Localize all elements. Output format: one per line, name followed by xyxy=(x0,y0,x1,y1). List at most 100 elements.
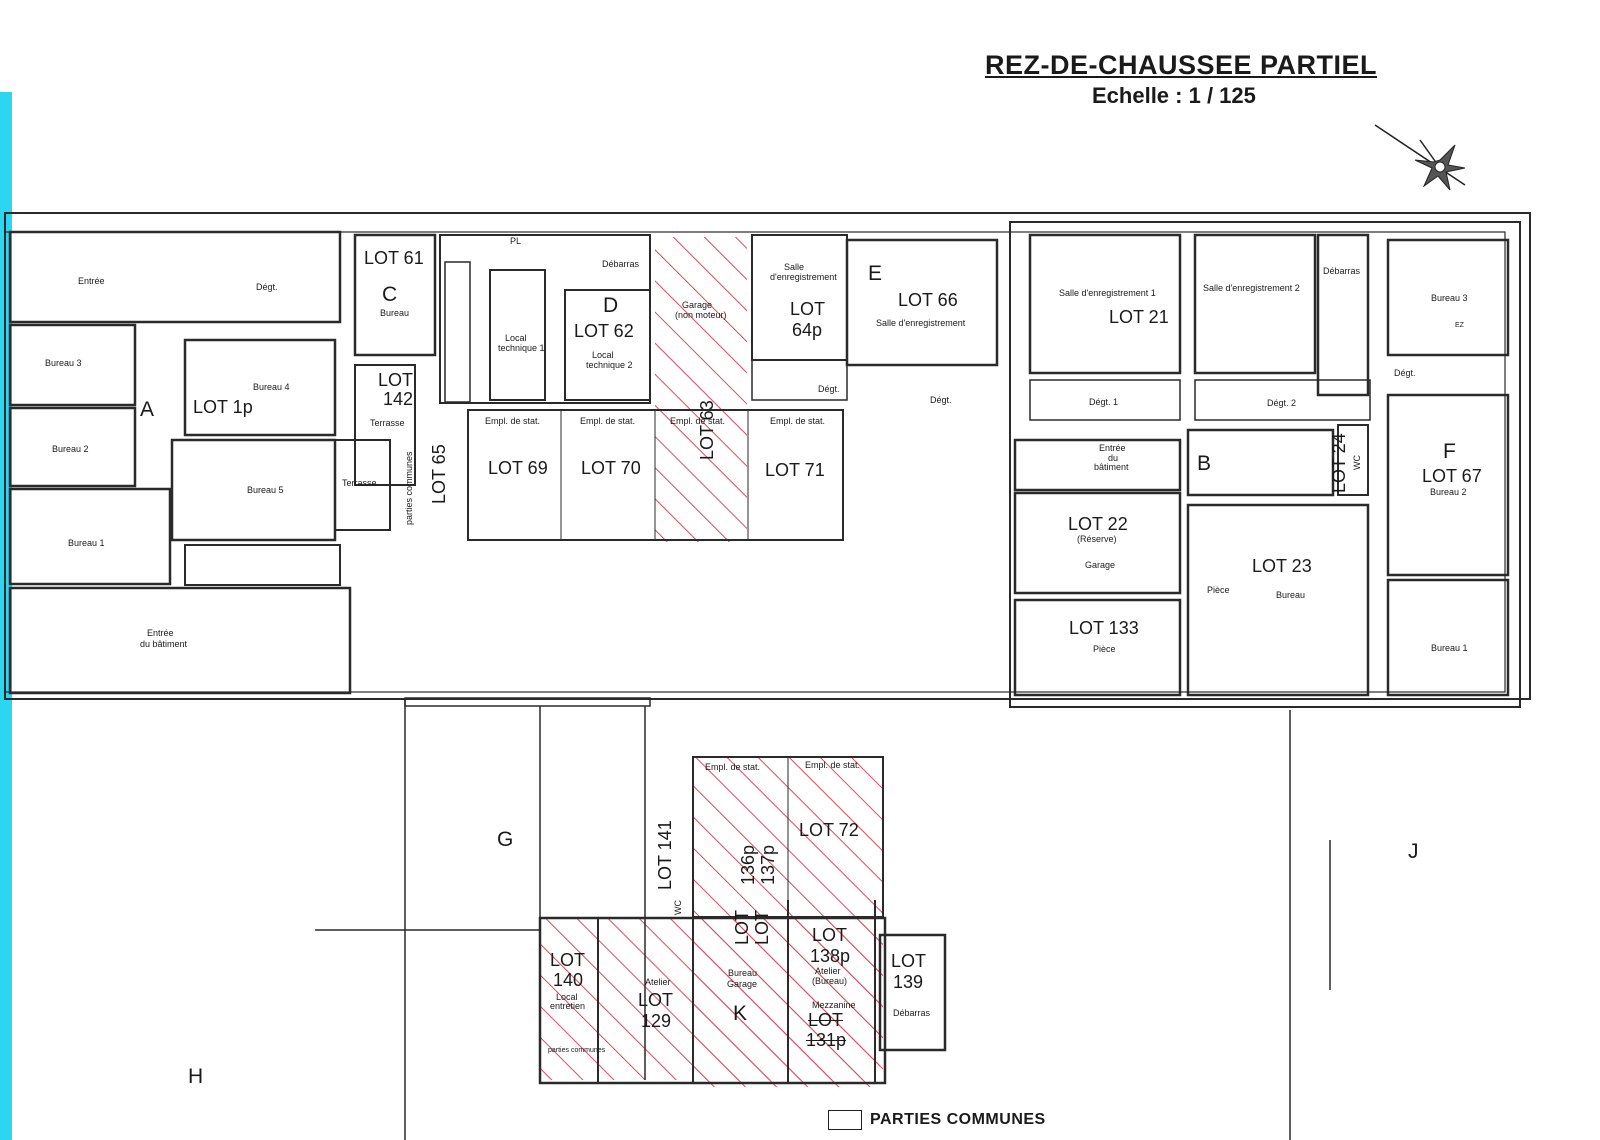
room-local-2: Local xyxy=(592,350,614,360)
zone-c-label: C xyxy=(382,283,398,306)
legend-label: PARTIES COMMUNES xyxy=(870,1111,1046,1128)
lot-133-label: LOT 133 xyxy=(1069,618,1139,638)
lot-141-label: LOT 141 xyxy=(655,820,675,890)
lot-63-label: LOT 63 xyxy=(697,400,717,460)
room-local-2b: technique 2 xyxy=(586,360,633,370)
room-bureau-1f: Bureau 1 xyxy=(1431,643,1468,653)
lot-64p-label-top: LOT xyxy=(790,299,826,319)
room-piece-23: Pièce xyxy=(1207,585,1230,595)
room-degt: Dégt. xyxy=(256,282,278,292)
room-ez-marker: EZ xyxy=(1455,322,1464,329)
room-garage-2: (non moteur) xyxy=(675,310,727,320)
room-salle-2: d'enregistrement xyxy=(770,272,837,282)
lot-70-label: LOT 70 xyxy=(581,458,641,478)
lot-142-label-bottom: 142 xyxy=(383,389,414,409)
hatched-lot-63 xyxy=(655,237,747,542)
room-empl-3: Empl. de stat. xyxy=(670,416,726,426)
zone-g-label: G xyxy=(497,828,514,851)
room-empl-4: Empl. de stat. xyxy=(770,416,826,426)
lot-72-label: LOT 72 xyxy=(799,820,859,840)
room-salle-e: Salle d'enregistrement xyxy=(876,318,966,328)
room-parties-communes-2: parties communes xyxy=(548,1047,606,1054)
room-local-140b: entretien xyxy=(550,1001,586,1011)
lot-69-label: LOT 69 xyxy=(488,458,548,478)
room-piece-133: Pièce xyxy=(1093,644,1116,654)
room-wc-k: WC xyxy=(673,900,683,915)
room-terrasse-2: Terrasse xyxy=(342,478,377,488)
room-degt-e2: Dégt. xyxy=(818,384,840,394)
room-empl-5: Empl. de stat. xyxy=(705,762,761,772)
room-atelier-138: Atelier xyxy=(815,966,841,976)
room-bureau-138: (Bureau) xyxy=(812,976,848,986)
room-bureau-2: Bureau 2 xyxy=(52,444,89,454)
compass-rose-icon xyxy=(1374,124,1466,191)
lot-131p-label-bottom: 131p xyxy=(806,1030,847,1050)
room-entree-b3: bâtiment xyxy=(1094,462,1129,472)
room-debarras-2: Débarras xyxy=(1323,266,1361,276)
room-degt-e: Dégt. xyxy=(930,395,952,405)
room-reserve: (Réserve) xyxy=(1077,534,1117,544)
room-entree-batiment-2: du bâtiment xyxy=(140,639,188,649)
room-bureau-5: Bureau 5 xyxy=(247,485,284,495)
zone-e-label: E xyxy=(868,262,883,285)
zone-k-label: K xyxy=(733,1002,748,1025)
lot-136p-label: 136p xyxy=(738,844,758,885)
room-local-1: Local xyxy=(505,333,527,343)
room-bureau-c: Bureau xyxy=(380,308,410,318)
lot-137p-label: 137p xyxy=(758,844,778,885)
room-pl: PL xyxy=(510,236,522,246)
room-bureau-k: Bureau xyxy=(728,968,758,978)
plan-scale: Echelle : 1 / 125 xyxy=(1092,83,1256,108)
lot-138p-label-top: LOT xyxy=(812,925,848,945)
lot-22-label: LOT 22 xyxy=(1068,514,1128,534)
room-degt-f: Dégt. xyxy=(1394,368,1416,378)
lot-24-label: LOT 24 xyxy=(1329,433,1349,493)
lot-21-label: LOT 21 xyxy=(1109,307,1169,327)
hatched-lower-lots xyxy=(540,918,880,1080)
lot-129-label-bottom: 129 xyxy=(641,1011,672,1031)
lot-61-label: LOT 61 xyxy=(364,248,424,268)
room-bureau-2f: Bureau 2 xyxy=(1430,487,1467,497)
zone-d-label: D xyxy=(603,294,619,317)
room-garage: Garage xyxy=(682,300,713,310)
room-debarras-139: Débarras xyxy=(893,1008,931,1018)
room-local-1b: technique 1 xyxy=(498,343,545,353)
lot-1p-label: LOT 1p xyxy=(193,397,253,417)
lot-139-label-bottom: 139 xyxy=(893,972,924,992)
room-entree-batiment: Entrée xyxy=(147,628,174,638)
room-terrasse: Terrasse xyxy=(370,418,405,428)
zone-h-label: H xyxy=(188,1065,204,1088)
room-salle-2r: Salle d'enregistrement 2 xyxy=(1203,283,1300,293)
lot-k-label-1: LOT xyxy=(732,909,752,945)
room-entree: Entrée xyxy=(78,276,105,286)
room-empl-2: Empl. de stat. xyxy=(580,416,636,426)
room-wc: WC xyxy=(1352,455,1362,470)
room-entree-b: Entrée xyxy=(1099,443,1126,453)
zone-b-label: B xyxy=(1197,452,1212,475)
room-empl-1: Empl. de stat. xyxy=(485,416,541,426)
room-salle-1: Salle d'enregistrement 1 xyxy=(1059,288,1156,298)
lot-129-label-top: LOT xyxy=(638,990,674,1010)
room-degt-2: Dégt. 2 xyxy=(1267,398,1297,408)
lot-64p-label-bottom: 64p xyxy=(792,320,823,340)
room-empl-6: Empl. de stat. xyxy=(805,760,861,770)
lot-139-label-top: LOT xyxy=(891,951,927,971)
room-bureau-1: Bureau 1 xyxy=(68,538,105,548)
zone-a-label: A xyxy=(140,398,155,421)
plan-title: REZ-DE-CHAUSSEE PARTIEL xyxy=(985,50,1378,80)
room-bureau-3: Bureau 3 xyxy=(45,358,82,368)
room-bureau-4: Bureau 4 xyxy=(253,382,290,392)
room-bureau-3f: Bureau 3 xyxy=(1431,293,1468,303)
zone-f-label: F xyxy=(1443,440,1456,463)
lot-23-label: LOT 23 xyxy=(1252,556,1312,576)
room-garage-22: Garage xyxy=(1085,560,1116,570)
room-atelier: Atelier xyxy=(645,977,671,987)
room-parties-communes: parties communes xyxy=(404,451,414,525)
lot-131p-label-top: LOT xyxy=(808,1010,844,1030)
room-local-140: Local xyxy=(556,992,578,1002)
room-bureau-23: Bureau xyxy=(1276,590,1306,600)
zone-j-label: J xyxy=(1408,840,1419,863)
lot-67-label: LOT 67 xyxy=(1422,466,1482,486)
lot-142-label-top: LOT xyxy=(378,370,414,390)
lot-140-label-bottom: 140 xyxy=(553,970,584,990)
